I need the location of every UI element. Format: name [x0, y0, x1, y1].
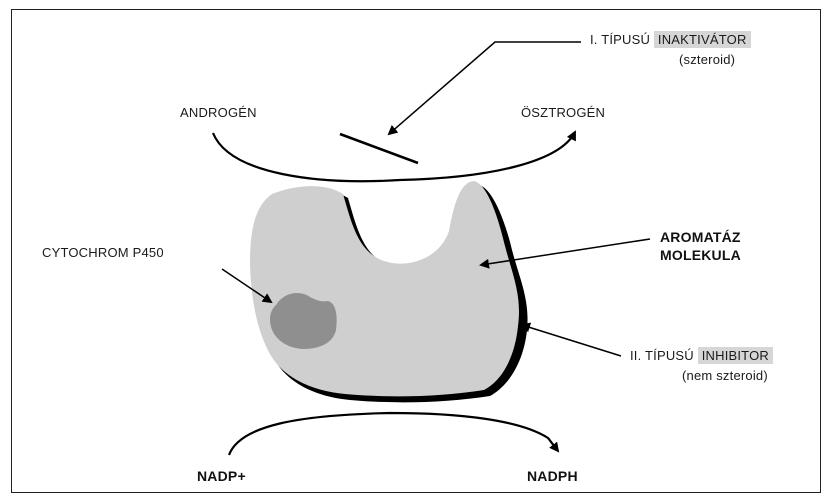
type1-label: I. TÍPUSÚ INAKTIVÁTOR: [590, 32, 751, 47]
type1-pointer-line: [389, 42, 581, 134]
type1-highlight: INAKTIVÁTOR: [654, 31, 751, 48]
type2-note: (nem szteroid): [682, 368, 768, 383]
aromataz-label-line2: MOLEKULA: [660, 247, 741, 263]
aromataz-molecule: [250, 181, 519, 396]
aromataz-label-line1: AROMATÁZ: [660, 229, 741, 245]
androgen-to-osztrogen-arc: [213, 132, 575, 181]
type2-pointer: [522, 325, 621, 356]
type1-note: (szteroid): [679, 52, 735, 67]
inactivator-block-bar: [340, 134, 418, 163]
type1-prefix: I. TÍPUSÚ: [590, 32, 650, 47]
nadph-label: NADPH: [527, 468, 578, 484]
androgen-label: ANDROGÉN: [180, 105, 257, 120]
type2-highlight: INHIBITOR: [698, 347, 773, 364]
cytochrom-p450-blob: [270, 293, 337, 349]
cytochrom-label: CYTOCHROM P450: [42, 245, 164, 260]
type2-prefix: II. TÍPUSÚ: [630, 348, 694, 363]
nadp-to-nadph-arc: [229, 413, 558, 455]
nadp-label: NADP+: [197, 468, 246, 484]
type2-label: II. TÍPUSÚ INHIBITOR: [630, 348, 773, 363]
osztrogen-label: ÖSZTROGÉN: [521, 105, 605, 120]
